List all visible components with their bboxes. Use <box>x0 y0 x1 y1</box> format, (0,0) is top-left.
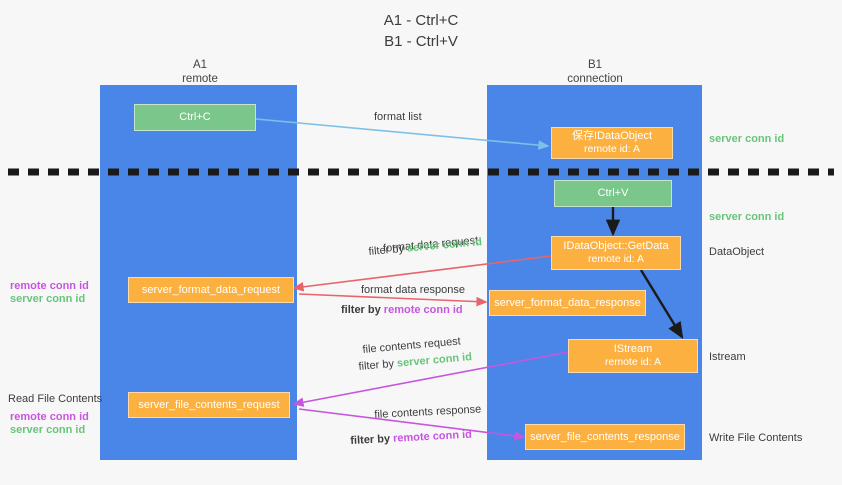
edge-label-format-data-response-filter: filter by remote conn id <box>341 303 463 318</box>
node-save-idataobject-line2: remote id: A <box>583 143 641 155</box>
node-save-idataobject[interactable]: 保存IDataObject remote id: A <box>551 127 673 159</box>
node-server-format-data-response-label: server_format_data_response <box>494 296 641 309</box>
node-idataobject-getdata-line1: IDataObject::GetData <box>563 240 669 252</box>
filter-prefix-bold: filter by <box>341 304 384 316</box>
node-server-format-data-response[interactable]: server_format_data_response <box>489 290 646 316</box>
column-header-b1-subtitle: connection <box>567 73 623 85</box>
node-server-format-data-request[interactable]: server_format_data_request <box>128 277 294 303</box>
diagram-title: A1 - Ctrl+C B1 - Ctrl+V <box>383 12 459 50</box>
left-label-remote-conn-id-lower: remote conn id <box>10 411 89 423</box>
node-ctrl-c-label: Ctrl+C <box>179 111 211 123</box>
edge-label-format-list: format list <box>374 111 422 123</box>
right-label-istream: Istream <box>709 351 746 363</box>
filter-value-remote-conn-id: remote conn id <box>383 304 463 316</box>
node-server-file-contents-response-label: server_file_contents_response <box>530 430 680 443</box>
right-label-write-file-contents: Write File Contents <box>709 432 803 444</box>
edge-label-format-data-response: format data response <box>361 284 465 296</box>
left-label-remote-conn-id-upper: remote conn id <box>10 280 89 292</box>
node-server-file-contents-request-label: server_file_contents_request <box>138 398 280 411</box>
left-label-read-file-contents: Read File Contents <box>8 393 103 405</box>
node-istream-line2: remote id: A <box>604 356 662 368</box>
column-header-a1-text: A1 <box>192 59 208 71</box>
column-header-b1-text: B1 <box>587 59 603 71</box>
right-label-server-conn-id-top: server conn id <box>709 133 785 145</box>
node-server-format-data-request-label: server_format_data_request <box>141 283 281 296</box>
column-header-a1: A1 remote <box>120 58 280 86</box>
node-idataobject-getdata[interactable]: IDataObject::GetData remote id: A <box>551 236 681 270</box>
filter-prefix-bold-2: filter by <box>350 432 394 447</box>
node-ctrl-c[interactable]: Ctrl+C <box>134 104 256 131</box>
edge-label-file-contents-response-filter: filter by remote conn id <box>350 428 472 449</box>
filter-prefix-2: filter by <box>358 357 398 373</box>
filter-value-remote-conn-id-2: remote conn id <box>392 428 473 445</box>
left-label-server-conn-id-upper: server conn id <box>10 293 86 305</box>
column-header-b1: B1 connection <box>515 58 675 86</box>
node-istream-line1: IStream <box>613 343 653 355</box>
node-save-idataobject-line1: 保存IDataObject <box>571 130 653 142</box>
edge-label-file-contents-response: file contents response <box>374 403 482 421</box>
node-server-file-contents-request[interactable]: server_file_contents_request <box>128 392 290 418</box>
filter-prefix: filter by <box>368 242 408 258</box>
node-idataobject-getdata-line2: remote id: A <box>587 253 645 265</box>
node-ctrl-v-label: Ctrl+V <box>597 187 629 199</box>
node-server-file-contents-response[interactable]: server_file_contents_response <box>525 424 685 450</box>
node-ctrl-v[interactable]: Ctrl+V <box>554 180 672 207</box>
left-label-server-conn-id-lower: server conn id <box>10 424 86 436</box>
node-istream[interactable]: IStream remote id: A <box>568 339 698 373</box>
right-label-server-conn-id-mid: server conn id <box>709 211 785 223</box>
column-header-a1-subtitle: remote <box>182 73 218 85</box>
right-label-dataobject: DataObject <box>709 246 765 258</box>
